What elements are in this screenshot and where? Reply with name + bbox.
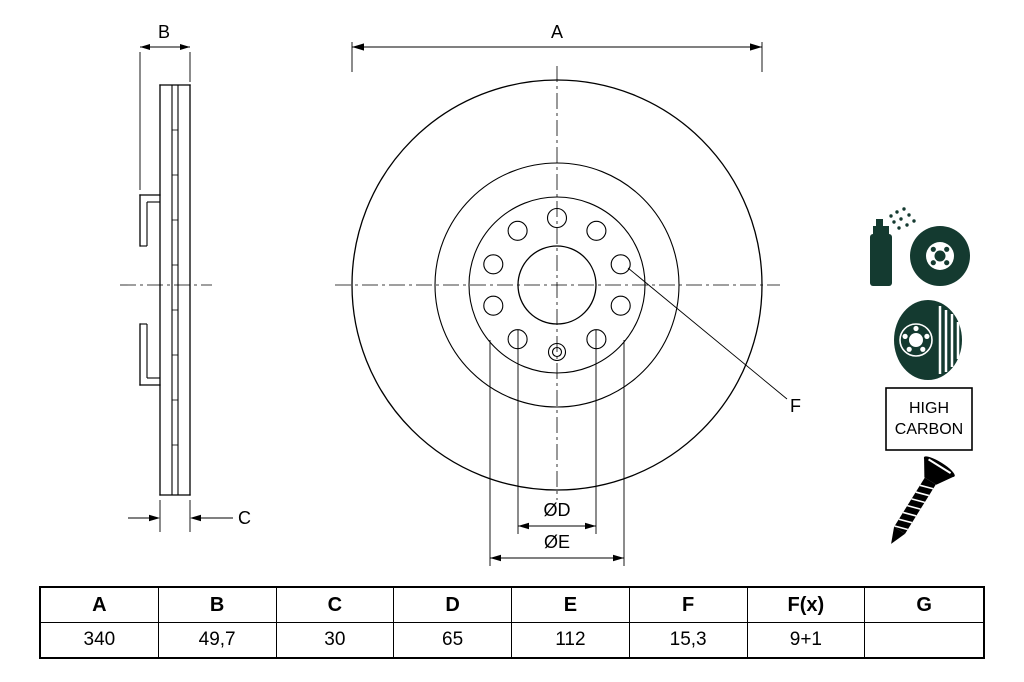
coated-disc-icon — [910, 226, 970, 286]
vent-vane-ticks — [172, 129, 178, 446]
vented-disc-icon — [894, 300, 962, 380]
technical-drawing: B C — [120, 22, 973, 566]
set-screw-hole — [547, 342, 567, 362]
value-g — [865, 623, 983, 657]
dim-b-label: B — [158, 22, 170, 42]
dimension-a: A — [351, 22, 763, 72]
dimension-d: ØD — [517, 330, 597, 534]
col-header-b: B — [158, 588, 277, 623]
col-header-c: C — [276, 588, 395, 623]
col-header-e: E — [512, 588, 630, 623]
dimension-c: C — [128, 500, 251, 532]
col-header-a: A — [41, 588, 159, 623]
countersunk-screw-icon — [891, 456, 955, 544]
col-header-d: D — [394, 588, 512, 623]
dim-f-label: F — [790, 396, 801, 416]
col-header-g: G — [865, 588, 983, 623]
dim-c-label: C — [238, 508, 251, 528]
coated-disc-pictogram — [870, 207, 970, 286]
high-carbon-badge: HIGH CARBON — [885, 387, 973, 451]
value-e: 112 — [512, 623, 630, 657]
col-header-f: F — [629, 588, 748, 623]
dimension-f-leader: F — [627, 267, 801, 416]
side-view-section — [120, 84, 212, 496]
center-bore-circle — [517, 245, 597, 325]
bolt-holes — [483, 207, 631, 350]
spray-can-icon — [870, 207, 916, 286]
hat-edge-circle — [468, 196, 646, 374]
col-header-fx: F(x) — [747, 588, 866, 623]
high-carbon-line2: CARBON — [895, 421, 963, 438]
value-d: 65 — [394, 623, 512, 657]
value-c: 30 — [277, 623, 395, 657]
value-fx: 9+1 — [748, 623, 866, 657]
high-carbon-line1: HIGH — [909, 400, 949, 417]
front-view — [335, 66, 780, 500]
dimension-e: ØE — [489, 340, 625, 566]
friction-inner-circle — [434, 162, 680, 408]
value-a: 340 — [41, 623, 159, 657]
dimension-table: A B C D E F F(x) G 340 49,7 30 65 112 15… — [39, 586, 985, 659]
hat-section — [139, 194, 161, 386]
dimension-b: B — [139, 22, 191, 190]
value-f: 15,3 — [630, 623, 748, 657]
dim-a-label: A — [551, 22, 563, 42]
dim-e-label: ØE — [544, 532, 570, 552]
dim-d-label: ØD — [544, 500, 571, 520]
outer-diameter-circle — [351, 79, 763, 491]
value-b: 49,7 — [159, 623, 277, 657]
